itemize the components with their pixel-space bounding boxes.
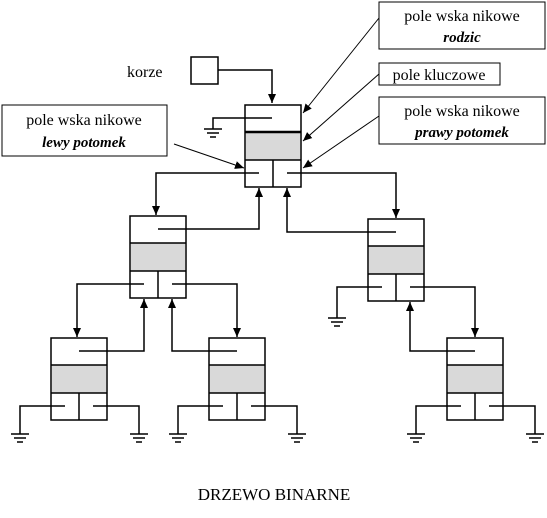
right-null-lr: [288, 433, 306, 443]
right-null-rr: [526, 433, 544, 443]
root-pointer-label: korze: [127, 64, 163, 81]
diagram-caption: DRZEWO BINARNE: [198, 485, 351, 504]
node-key-field: [369, 246, 423, 274]
node-key-field: [448, 365, 502, 393]
node-key-field: [246, 132, 300, 160]
callout-parent-line2: rodzic: [443, 30, 481, 46]
parent-pointer-ll: [79, 299, 148, 352]
parent-pointer-r: [283, 188, 396, 233]
callout-right-child: pole wska nikowe prawy potomek: [302, 96, 546, 169]
node-key-field: [52, 365, 106, 393]
callout-right-child-line2: prawy potomek: [413, 125, 509, 141]
callout-right-child-leader: [302, 115, 380, 169]
left-child-pointer-root: [152, 172, 259, 215]
left-null-line-r: [336, 286, 382, 318]
right-null-line-rr: [489, 405, 536, 434]
parent-pointer-lr: [168, 299, 237, 352]
right-child-pointer-r: [410, 286, 479, 337]
right-child-pointer-l: [172, 283, 241, 337]
right-null-line-ll: [93, 405, 140, 434]
left-child-pointer-l: [73, 283, 144, 337]
callout-key: pole kluczowe: [302, 62, 501, 142]
parent-pointer-rr: [406, 302, 475, 352]
root-parent-null-line: [212, 117, 272, 129]
left-null-r: [328, 317, 346, 327]
node-key-field: [131, 243, 185, 271]
callout-right-child-box: [378, 96, 546, 145]
callout-left-child: pole wska nikowe lewy potomek: [1, 104, 245, 169]
node-key-field: [210, 365, 264, 393]
right-null-line-lr: [251, 405, 298, 434]
left-null-rr: [407, 433, 425, 443]
left-null-line-rr: [415, 405, 461, 434]
tree-links: [19, 117, 536, 434]
callout-left-child-leader: [173, 143, 245, 169]
callout-parent: pole wska nikowe rodzic: [302, 1, 546, 114]
callout-right-child-line1: pole wska nikowe: [404, 103, 520, 120]
callout-key-label: pole kluczowe: [393, 67, 486, 84]
right-child-pointer-root: [287, 172, 400, 218]
parent-pointer-l: [158, 188, 263, 230]
left-null-line-ll: [19, 405, 65, 434]
root-pointer: korze: [127, 56, 276, 103]
null-parent-root: [204, 128, 222, 138]
left-null-lr: [169, 433, 187, 443]
callout-parent-box: [378, 1, 546, 50]
right-null-ll: [130, 433, 148, 443]
callout-left-child-line2: lewy potomek: [42, 135, 126, 151]
callout-parent-leader: [302, 17, 380, 114]
callout-left-child-line1: pole wska nikowe: [26, 112, 142, 129]
callout-key-leader: [302, 73, 380, 142]
callout-parent-line1: pole wska nikowe: [404, 8, 520, 25]
root-pointer-box: [190, 56, 219, 85]
left-null-ll: [11, 433, 29, 443]
left-null-line-lr: [177, 405, 223, 434]
root-pointer-arrow: [218, 69, 276, 103]
null-pointers: [11, 128, 544, 443]
callout-left-child-box: [1, 104, 168, 157]
